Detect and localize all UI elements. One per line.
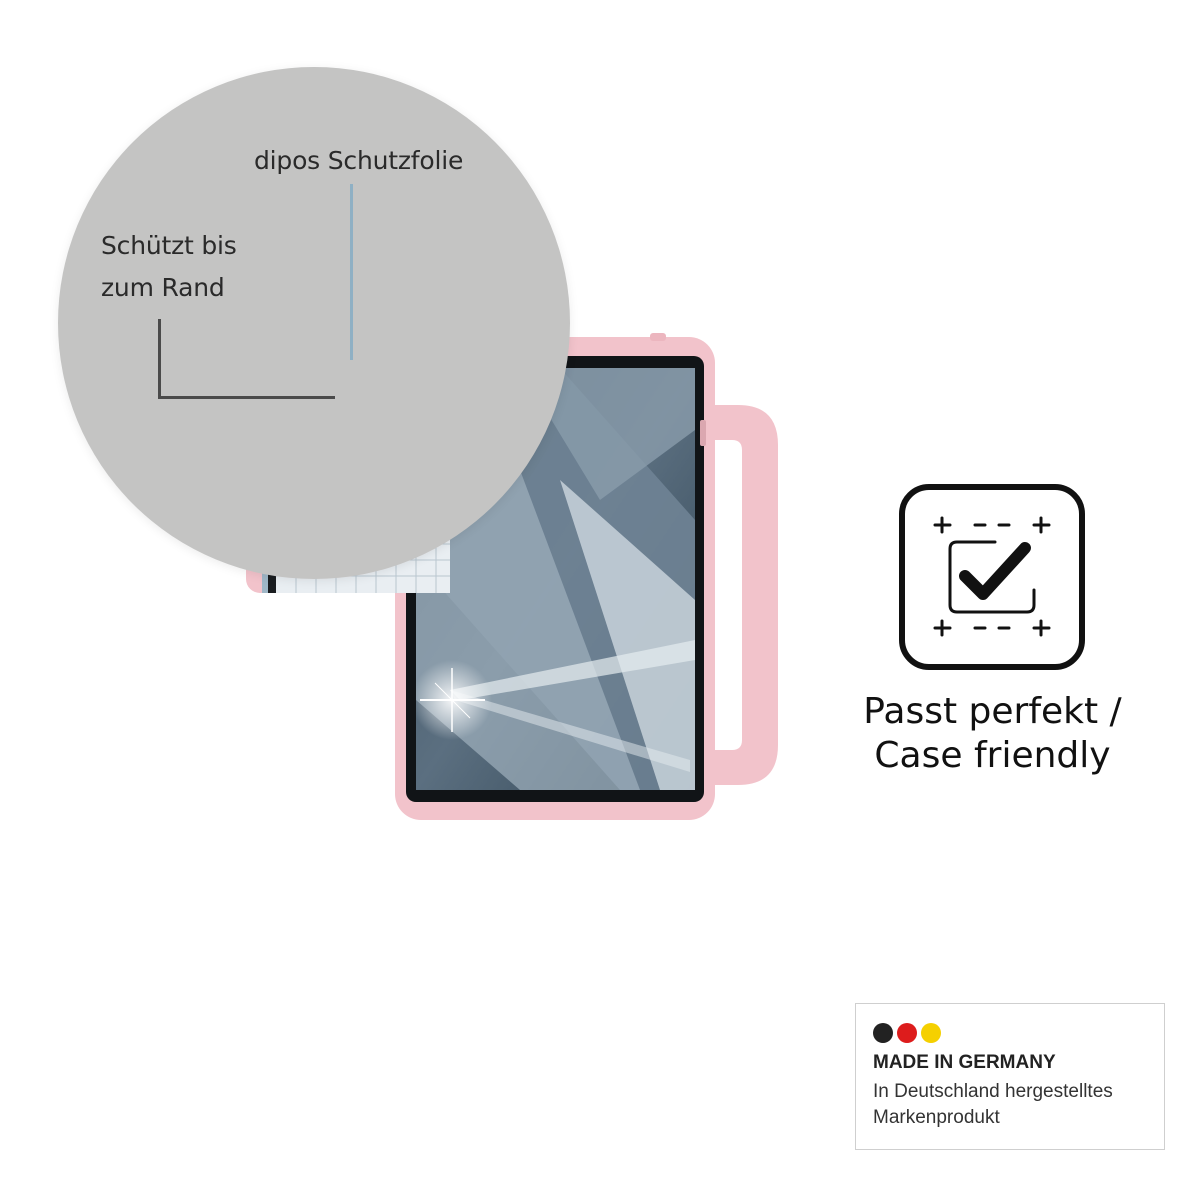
made-in-germany-title: MADE IN GERMANY <box>873 1052 1056 1073</box>
film-leader-line <box>350 184 353 360</box>
made-in-germany-seal: MADE IN GERMANY In Deutschland hergestel… <box>855 1003 1165 1150</box>
check-frame-icon <box>899 484 1085 670</box>
case-handle <box>700 405 778 785</box>
case-friendly-caption: Passt perfekt / Case friendly <box>820 690 1165 778</box>
tablet-screen <box>416 368 695 790</box>
made-in-germany-line1: In Deutschland hergestelltes <box>873 1081 1113 1102</box>
edge-protection-line1: Schützt bis <box>101 231 237 260</box>
flag-dot-gold <box>921 1023 941 1043</box>
edge-protection-line2: zum Rand <box>101 273 225 302</box>
edge-leader-vertical <box>158 319 161 399</box>
flag-dot-black <box>873 1023 893 1043</box>
edge-protection-label: Schützt bis zum Rand <box>101 225 237 309</box>
protective-film-label: dipos Schutzfolie <box>254 146 464 175</box>
made-in-germany-line2: Markenprodukt <box>873 1107 1000 1128</box>
case-friendly-line2: Case friendly <box>874 735 1111 776</box>
made-in-germany-subtitle: In Deutschland hergestelltes Markenprodu… <box>873 1079 1113 1131</box>
flag-dots <box>873 1023 941 1043</box>
case-friendly-line1: Passt perfekt / <box>863 691 1122 732</box>
zoom-magnifier: dipos Schutzfolie Schützt bis zum Rand <box>58 67 570 579</box>
edge-leader-horizontal <box>158 396 335 399</box>
flag-dot-red <box>897 1023 917 1043</box>
